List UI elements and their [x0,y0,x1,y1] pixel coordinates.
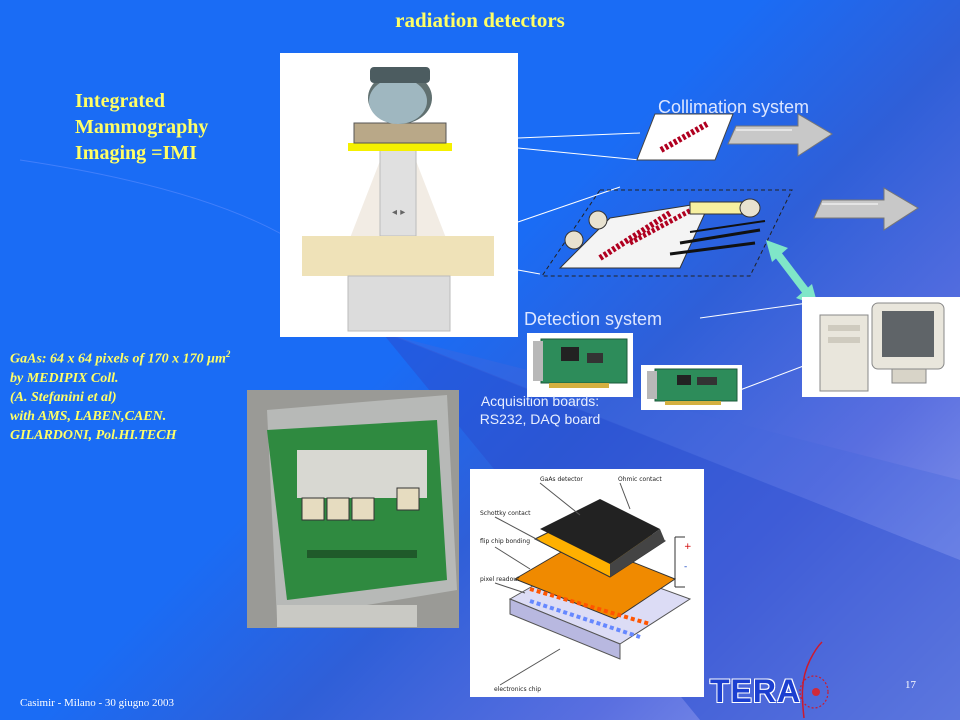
mammography-device-drawing: ◂ ▸ [302,67,494,332]
acquisition-label-line: RS232, DAQ board [479,411,601,427]
micrometer-unit: μm [207,351,226,367]
computer-drawing [819,302,945,392]
imi-heading-line: Integrated [75,90,165,112]
acquisition-board-image [527,333,633,397]
electronics-chip-label: electronics chip [494,686,541,693]
imi-heading-line: Mammography [75,116,209,138]
tera-logo-emblem [799,641,829,719]
tera-logo-text: TERA [710,673,802,709]
acquisition-label-line: Acquisition boards: [480,393,600,409]
computer-image [802,297,960,397]
ohmic-contact-label: Ohmic contact [618,476,662,483]
imi-heading: Integrated Mammography Imaging =IMI [75,88,208,166]
credits-line-text: GaAs: 64 x 64 pixels of 170 x 170 [10,351,208,367]
detection-system-drawing [541,189,793,277]
page-number: 17 [905,679,916,691]
credits-line: GaAs: 64 x 64 pixels of 170 x 170 μm2 [10,345,230,369]
flip-chip-bonding-label: flip chip bonding [480,538,530,545]
gray-arrow-icon [727,113,833,157]
credits-line: by MEDIPIX Coll. [10,370,119,386]
slide-title: radiation detectors [395,8,565,32]
gaas-detector-diagram: GaAs detector Ohmic contact Schottky con… [470,469,704,697]
gaas-detector-drawing: GaAs detector Ohmic contact Schottky con… [480,476,692,693]
detection-system-label: Detection system [524,309,663,329]
prototype-board-photo [247,390,459,628]
mammography-device-image: ◂ ▸ [280,53,518,337]
prototype-board-drawing [267,395,457,627]
svg-text:◂ ▸: ◂ ▸ [392,207,405,218]
plus-sign-label: + [684,542,692,552]
schottky-contact-label: Schottky contact [480,510,531,517]
unit-exponent: 2 [225,349,231,359]
imi-heading-line: Imaging =IMI [75,142,197,164]
credits-text: GaAs: 64 x 64 pixels of 170 x 170 μm2 by… [10,345,230,445]
collimation-system-label: Collimation system [658,97,810,117]
gray-arrow-icon [813,187,919,231]
credits-line: (A. Stefanini et al) [10,389,117,405]
daq-board-drawing [533,338,628,388]
rs232-board-drawing [647,368,738,405]
credits-line: with AMS, LABEN,CAEN. [10,408,167,424]
credits-line: GILARDONI, Pol.HI.TECH [10,427,177,443]
footer-text: Casimir - Milano - 30 giugno 2003 [20,697,174,709]
acquisition-board-image [641,365,742,410]
minus-sign-label: - [684,562,687,572]
pixel-readout-label: pixel readout [480,576,520,583]
acquisition-boards-label: Acquisition boards: RS232, DAQ board [460,392,620,428]
collimator-plate [636,113,734,161]
gaas-detector-label: GaAs detector [540,476,583,483]
